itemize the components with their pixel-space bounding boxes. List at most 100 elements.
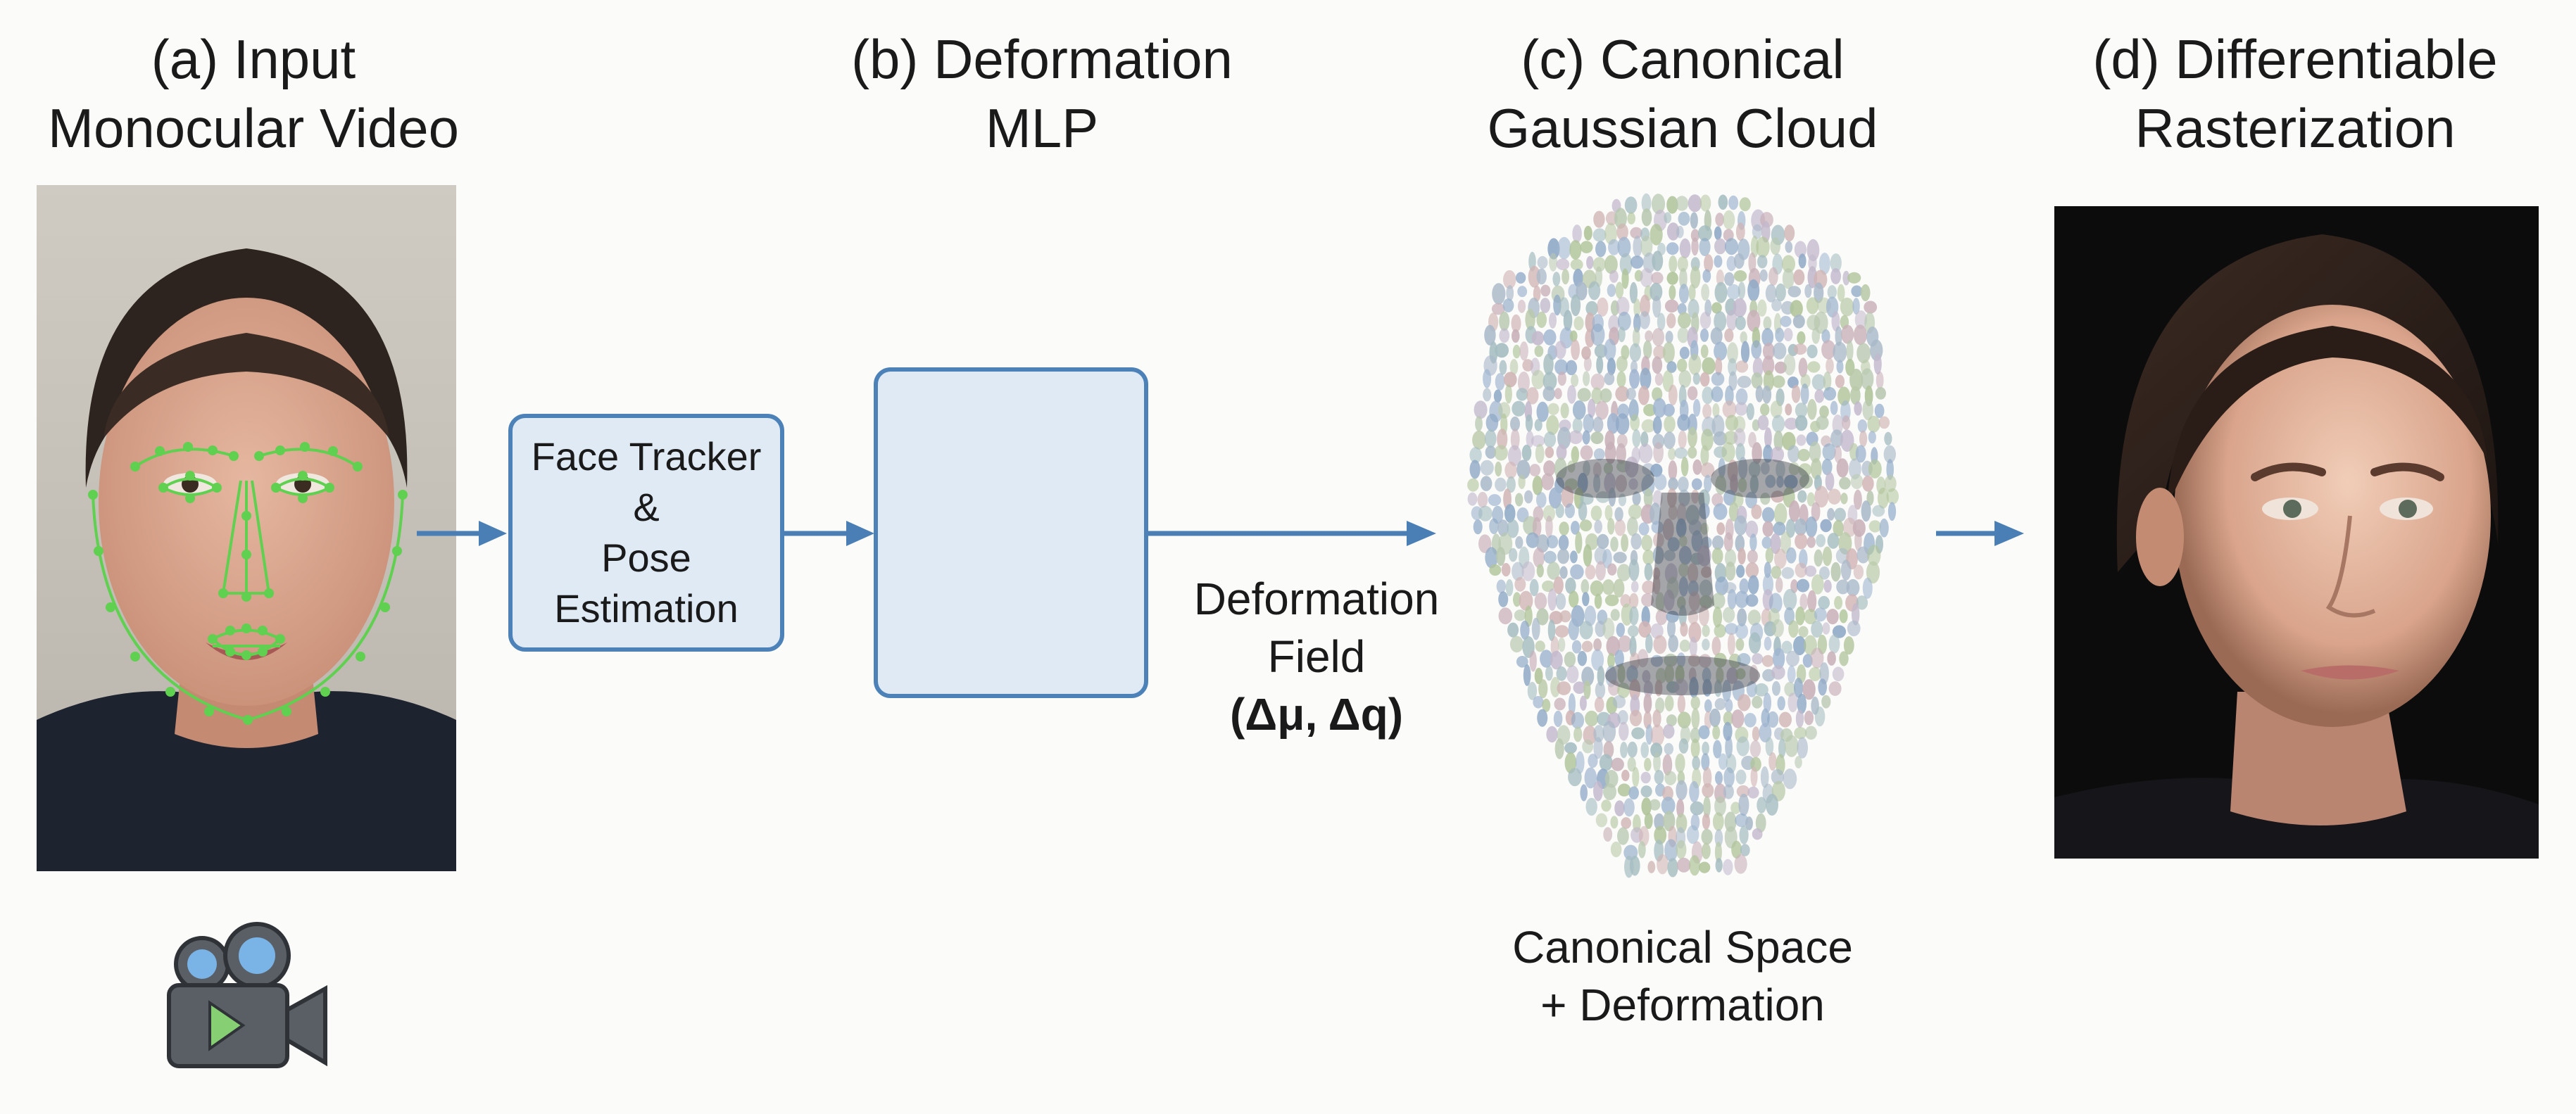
gaussian-splat — [1604, 441, 1616, 464]
gaussian-splat — [1572, 400, 1586, 420]
gaussian-splat — [1553, 294, 1562, 316]
gaussian-splat — [1532, 517, 1542, 538]
gaussian-feature-shade — [1711, 459, 1809, 498]
gaussian-splat — [1585, 564, 1596, 580]
gaussian-splat — [1687, 327, 1698, 348]
gaussian-splat — [1551, 285, 1565, 303]
gaussian-splat — [1512, 562, 1524, 581]
gaussian-splat — [1571, 446, 1579, 464]
gaussian-splat — [1517, 299, 1526, 313]
gaussian-splat — [1688, 654, 1700, 667]
gaussian-splat — [1846, 340, 1854, 362]
gaussian-splat — [1543, 431, 1557, 448]
gaussian-splat — [1750, 757, 1761, 772]
gaussian-splat — [1757, 797, 1766, 814]
tracker-line1: Face Tracker — [531, 434, 762, 479]
gaussian-splat — [1554, 388, 1562, 400]
gaussian-splat — [1677, 256, 1688, 272]
gaussian-splat — [1714, 563, 1727, 583]
gaussian-splat — [1640, 367, 1652, 390]
gaussian-splat — [1784, 735, 1799, 757]
gaussian-splat — [1680, 725, 1691, 745]
gaussian-splat — [1484, 324, 1496, 346]
gaussian-splat — [1593, 725, 1604, 742]
gaussian-splat — [1703, 796, 1711, 818]
gaussian-splat — [1664, 771, 1677, 785]
gaussian-splat — [1688, 194, 1702, 213]
gaussian-splat — [1652, 709, 1661, 728]
gaussian-splat — [1595, 241, 1607, 258]
gaussian-splat — [1594, 519, 1602, 534]
gaussian-splat — [1750, 766, 1758, 787]
gaussian-splat — [1773, 636, 1781, 657]
gaussian-splat — [1638, 522, 1650, 536]
gaussian-splat — [1678, 605, 1687, 627]
gaussian-splat — [1797, 737, 1808, 759]
gaussian-splat — [1714, 698, 1726, 711]
gaussian-splat — [1632, 327, 1640, 348]
gaussian-splat — [1676, 518, 1687, 538]
gaussian-splat — [1771, 298, 1782, 312]
gaussian-splat — [1711, 547, 1723, 564]
gaussian-splat — [1652, 356, 1663, 374]
gaussian-splat — [1752, 442, 1762, 464]
gaussian-splat — [1795, 756, 1802, 768]
gaussian-splat — [1714, 281, 1728, 303]
gaussian-splat — [1510, 429, 1520, 450]
gaussian-splat — [1582, 270, 1597, 289]
gaussian-splat — [1678, 489, 1690, 507]
gaussian-splat — [1723, 210, 1735, 230]
gaussian-splat — [1814, 486, 1829, 508]
gaussian-splat — [1702, 386, 1714, 405]
gaussian-splat — [1799, 549, 1808, 569]
gaussian-splat — [1512, 344, 1521, 359]
gaussian-splat — [1714, 446, 1728, 458]
gaussian-splat — [1615, 386, 1630, 402]
gaussian-splat — [1652, 328, 1664, 347]
gaussian-splat — [1558, 637, 1566, 652]
gaussian-splat — [1483, 355, 1497, 376]
gaussian-splat — [1711, 636, 1721, 656]
gaussian-splat — [1571, 521, 1580, 535]
stage-a-title-line2: Monocular Video — [48, 97, 459, 159]
gaussian-splat — [1860, 284, 1871, 302]
stage-c-title: (c) Canonical Gaussian Cloud — [1429, 25, 1936, 163]
gaussian-splat — [1616, 296, 1630, 316]
gaussian-splat — [1638, 443, 1653, 464]
gaussian-splat — [1597, 711, 1611, 726]
gaussian-splat — [1835, 374, 1845, 388]
gaussian-splat — [1794, 678, 1804, 698]
gaussian-splat — [1771, 490, 1785, 503]
gaussian-splat — [1547, 345, 1558, 360]
gaussian-splat — [1811, 327, 1821, 344]
gaussian-splat — [1531, 369, 1545, 389]
gaussian-splat — [1617, 783, 1631, 797]
gaussian-splat — [1772, 375, 1785, 388]
gaussian-splat — [1675, 664, 1685, 684]
canonical-caption-line2: + Deformation — [1540, 980, 1825, 1030]
gaussian-splat — [1542, 698, 1551, 712]
gaussian-splat — [1807, 492, 1815, 507]
gaussian-splat — [1677, 711, 1691, 729]
gaussian-splat — [1651, 272, 1664, 284]
gaussian-splat — [1849, 443, 1859, 461]
gaussian-splat — [1679, 639, 1690, 652]
gaussian-splat — [1555, 503, 1564, 519]
gaussian-splat — [1629, 281, 1638, 304]
gaussian-splat — [1802, 679, 1816, 700]
gaussian-splat — [1765, 474, 1776, 488]
gaussian-splat — [1500, 413, 1508, 436]
gaussian-splat — [1607, 357, 1616, 376]
gaussian-splat — [1478, 505, 1493, 521]
gaussian-splat — [1737, 505, 1747, 524]
gaussian-splat — [1851, 285, 1863, 298]
gaussian-splat — [1877, 487, 1889, 509]
gaussian-splat — [1668, 634, 1678, 652]
gaussian-splat — [1628, 559, 1640, 581]
gaussian-splat — [1559, 521, 1569, 536]
gaussian-splat — [1689, 636, 1697, 657]
gaussian-splat — [1773, 430, 1783, 451]
gaussian-splat — [1859, 430, 1868, 448]
gaussian-splat — [1752, 224, 1762, 239]
gaussian-splat — [1534, 667, 1543, 685]
